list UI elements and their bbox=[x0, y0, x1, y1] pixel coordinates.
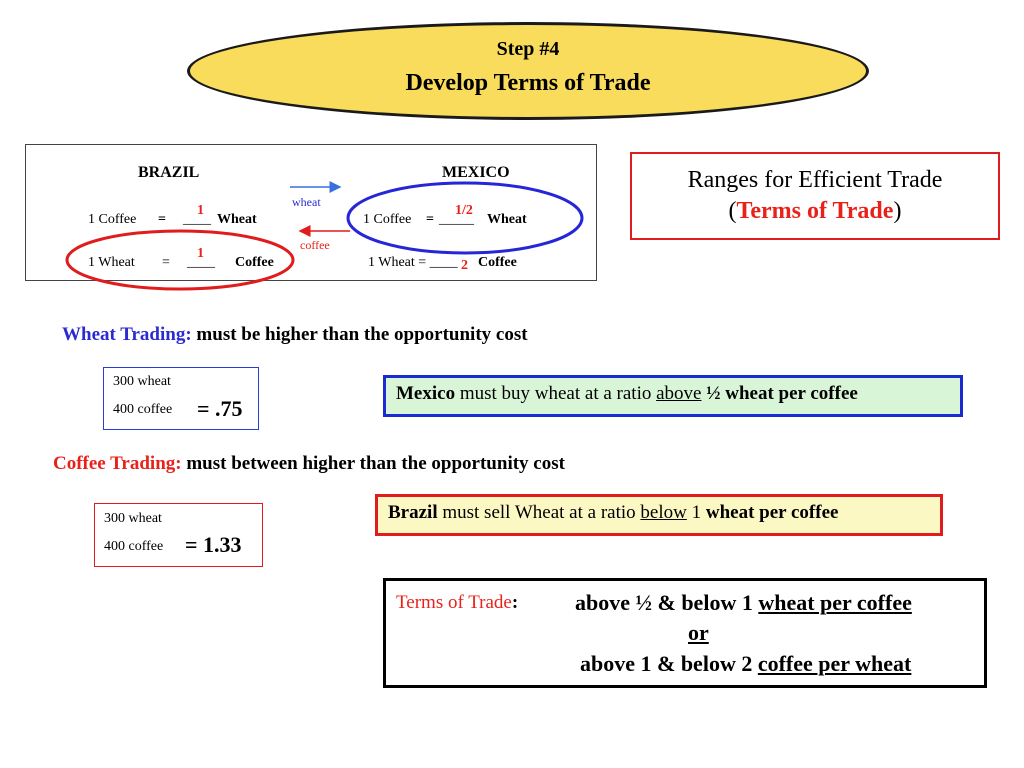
mexico-row1-left: 1 Coffee bbox=[363, 212, 412, 227]
tot-colon: : bbox=[511, 592, 519, 613]
wheat-note-subject: Mexico bbox=[396, 383, 456, 404]
wheat-trading-text: must be higher than the opportunity cost bbox=[196, 324, 528, 345]
mexico-row1-eq: = bbox=[426, 212, 434, 227]
tot-line1-text: above ½ & below 1 bbox=[575, 590, 753, 615]
brazil-row2-eq: = bbox=[162, 255, 170, 270]
coffee-note-subject: Brazil bbox=[388, 502, 438, 523]
title-step: Step #4 bbox=[496, 38, 560, 60]
coffee-trading-label: Coffee Trading: bbox=[53, 453, 182, 474]
mexico-row1-unit: Wheat bbox=[487, 212, 527, 227]
comparison-box bbox=[25, 144, 597, 281]
tot-line2-unit: coffee per wheat bbox=[757, 651, 912, 676]
wheat-calc-box bbox=[103, 367, 259, 430]
mexico-highlight-ellipse bbox=[346, 181, 584, 255]
wheat-calc-line2: 400 coffee bbox=[113, 402, 173, 417]
mexico-label: MEXICO bbox=[442, 164, 510, 181]
wheat-note-text: must buy wheat at a ratio bbox=[459, 383, 652, 404]
brazil-row1-blank: ____ bbox=[183, 212, 211, 227]
arrow-coffee-label: coffee bbox=[300, 238, 330, 252]
brazil-row1-unit: Wheat bbox=[217, 212, 257, 227]
ranges-box: Ranges for Efficient Trade (Terms of Tra… bbox=[630, 152, 1000, 240]
tot-label: Terms of Trade bbox=[396, 592, 512, 613]
wheat-calc-line1: 300 wheat bbox=[113, 374, 171, 389]
coffee-note-box: Brazil must sell Wheat at a ratio below … bbox=[375, 494, 943, 536]
brazil-row1-answer: 1 bbox=[197, 203, 204, 218]
coffee-trading-heading: Coffee Trading: must between higher than… bbox=[53, 453, 565, 475]
title-main: Develop Terms of Trade bbox=[405, 70, 651, 96]
tot-label-wrap: Terms of Trade: bbox=[396, 592, 518, 614]
terms-of-trade-box bbox=[383, 578, 987, 688]
ranges-open-paren: ( bbox=[728, 198, 737, 224]
coffee-calc-box bbox=[94, 503, 263, 567]
wheat-calc-result: = .75 bbox=[197, 396, 243, 421]
coffee-note-rest-num: 1 bbox=[691, 502, 702, 523]
brazil-row2-left: 1 Wheat bbox=[88, 255, 135, 270]
brazil-row2-unit: Coffee bbox=[235, 255, 274, 270]
brazil-row2-blank: ____ bbox=[187, 255, 215, 270]
coffee-calc-result: = 1.33 bbox=[185, 532, 242, 557]
coffee-calc-line1: 300 wheat bbox=[104, 511, 162, 526]
title-oval bbox=[187, 22, 869, 120]
tot-line2-text: above 1 & below 2 bbox=[580, 651, 753, 676]
arrow-wheat-label: wheat bbox=[292, 195, 321, 209]
wheat-trading-heading: Wheat Trading: must be higher than the o… bbox=[62, 324, 528, 346]
wheat-note-box: Mexico must buy wheat at a ratio above ½… bbox=[383, 375, 963, 417]
coffee-note-keyword: below bbox=[640, 502, 687, 523]
brazil-row2-answer: 1 bbox=[197, 246, 204, 261]
mexico-row2-left: 1 Wheat = ____ bbox=[368, 255, 458, 270]
tot-or: or bbox=[688, 620, 709, 645]
coffee-calc-line2: 400 coffee bbox=[104, 539, 164, 554]
coffee-note-rest: wheat per coffee bbox=[705, 502, 839, 523]
ranges-subtitle: (Terms of Trade) bbox=[632, 196, 998, 227]
coffee-trading-text: must between higher than the opportunity… bbox=[186, 453, 565, 474]
ranges-title: Ranges for Efficient Trade bbox=[687, 167, 943, 193]
coffee-note-text: must sell Wheat at a ratio bbox=[442, 502, 636, 523]
mexico-row1-blank: _____ bbox=[439, 212, 474, 227]
tot-line1-unit: wheat per coffee bbox=[758, 590, 912, 615]
mexico-row2-answer: 2 bbox=[461, 258, 468, 273]
brazil-label: BRAZIL bbox=[138, 164, 200, 181]
wheat-note-keyword: above bbox=[656, 383, 702, 404]
brazil-highlight-ellipse bbox=[65, 229, 295, 291]
wheat-trading-label: Wheat Trading: bbox=[62, 324, 192, 345]
tot-line2: above 1 & below 2 coffee per wheat bbox=[580, 651, 911, 677]
ranges-highlight: Terms of Trade bbox=[736, 198, 894, 224]
mexico-row2-unit: Coffee bbox=[478, 255, 517, 270]
mexico-row1-answer: 1/2 bbox=[455, 203, 473, 218]
brazil-row1-eq: = bbox=[158, 212, 166, 227]
wheat-note-rest: ½ wheat per coffee bbox=[706, 383, 858, 404]
brazil-row1-left: 1 Coffee bbox=[88, 212, 137, 227]
tot-line1: above ½ & below 1 wheat per coffee bbox=[575, 590, 912, 616]
ranges-close-paren: ) bbox=[893, 198, 902, 224]
